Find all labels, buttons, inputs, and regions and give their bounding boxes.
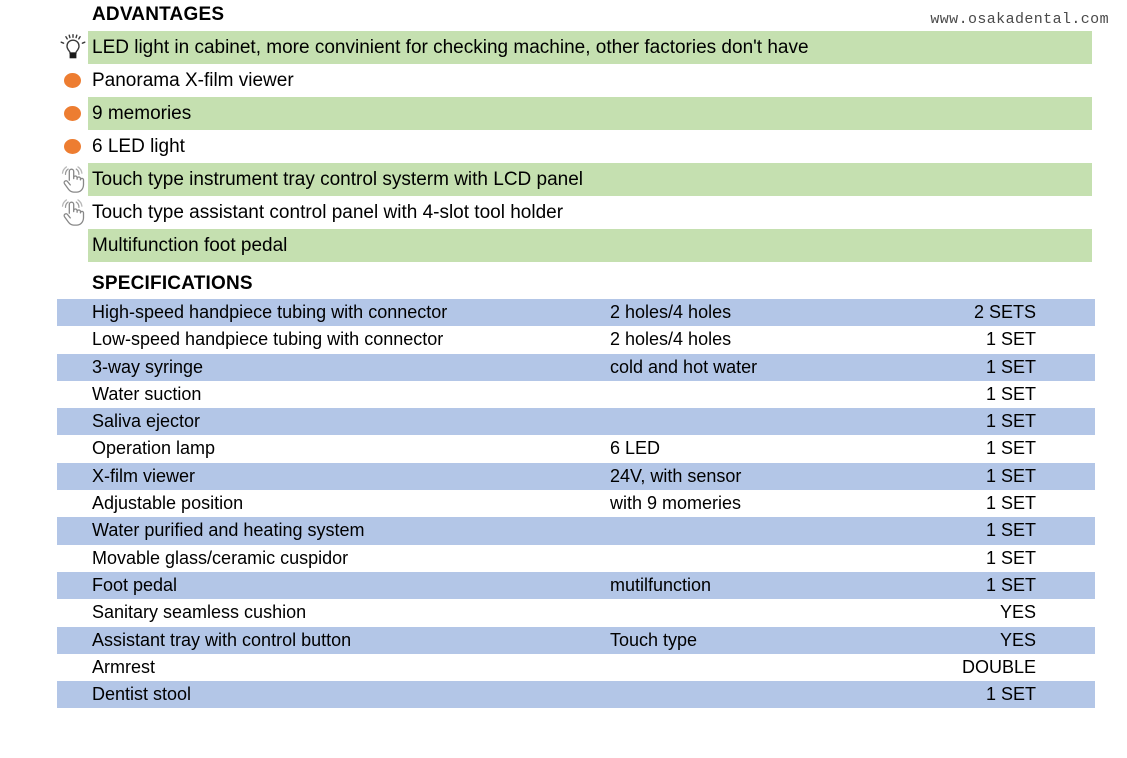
spec-quantity-cell: 1 SET [985, 438, 1036, 459]
advantage-row: Touch type assistant control panel with … [0, 196, 1127, 229]
bullet-dot-shape [64, 106, 81, 121]
specifications-heading: SPECIFICATIONS [92, 273, 253, 294]
table-row: Dentist stool 1 SET [0, 681, 1127, 709]
advantages-list: LED light in cabinet, more convinient fo… [0, 31, 1127, 262]
advantage-row-highlight [88, 31, 1092, 64]
table-row: X-film viewer 24V, with sensor 1 SET [0, 462, 1127, 491]
spec-quantity-cell: 1 SET [985, 520, 1036, 541]
spec-quantity-cell: 1 SET [985, 684, 1036, 705]
advantage-label: LED light in cabinet, more convinient fo… [92, 37, 809, 58]
spec-detail-cell: 24V, with sensor [610, 465, 742, 486]
spec-quantity-cell: 1 SET [985, 329, 1036, 350]
table-row: 3-way syringe cold and hot water 1 SET [0, 353, 1127, 381]
spec-detail-cell: cold and hot water [610, 356, 758, 377]
spec-name-cell: 3-way syringe [92, 356, 204, 377]
table-row: Foot pedal mutilfunction 1 SET [0, 571, 1127, 600]
advantage-row: 9 memories [0, 97, 1127, 130]
spec-quantity-cell: 1 SET [985, 493, 1036, 514]
spec-name-cell: Assistant tray with control button [92, 629, 352, 650]
spec-quantity-cell: 1 SET [985, 356, 1036, 377]
advantage-label: Multifunction foot pedal [92, 235, 288, 256]
touch-hand-icon [57, 197, 88, 228]
spec-name-cell: Sanitary seamless cushion [92, 602, 307, 623]
table-row: Sanitary seamless cushion YES [0, 599, 1127, 626]
lightbulb-icon [57, 32, 88, 63]
spec-quantity-cell: 1 SET [985, 547, 1036, 568]
table-row-highlight [57, 299, 1095, 327]
bullet-dot-icon [57, 131, 88, 162]
table-row-highlight [57, 517, 1095, 545]
table-row: Saliva ejector 1 SET [0, 408, 1127, 436]
spec-name-cell: Low-speed handpiece tubing with connecto… [92, 329, 444, 350]
table-row: Assistant tray with control button Touch … [0, 626, 1127, 654]
spec-name-cell: Armrest [92, 656, 155, 677]
advantage-label: Touch type assistant control panel with … [92, 202, 564, 223]
advantages-heading: ADVANTAGES [92, 4, 225, 25]
spec-quantity-cell: 1 SET [985, 383, 1036, 404]
advantage-row-highlight [88, 97, 1092, 130]
table-row-highlight [57, 626, 1095, 654]
table-row-highlight [57, 571, 1095, 600]
spec-name-cell: Dentist stool [92, 684, 192, 705]
spec-quantity-cell: 2 SETS [973, 302, 1036, 322]
spec-quantity-cell: 1 SET [985, 411, 1036, 432]
spec-name-cell: Movable glass/ceramic cuspidor [92, 547, 349, 568]
advantage-row: Touch type instrument tray control syste… [0, 163, 1127, 196]
spec-detail-cell: 6 LED [610, 438, 661, 459]
table-row-highlight [57, 408, 1095, 436]
table-row: Water purified and heating system 1 SET [0, 517, 1127, 545]
spec-detail-cell: Touch type [610, 629, 698, 650]
spec-detail-cell: mutilfunction [610, 574, 712, 595]
table-row: Water suction 1 SET [0, 381, 1127, 408]
spec-quantity-cell: YES [999, 629, 1036, 650]
advantage-row: LED light in cabinet, more convinient fo… [0, 31, 1127, 64]
table-row: High-speed handpiece tubing with connect… [0, 299, 1127, 327]
table-row: Armrest DOUBLE [0, 654, 1127, 681]
advantage-row: Panorama X-film viewer [0, 64, 1127, 97]
spec-quantity-cell: 1 SET [985, 465, 1036, 486]
spec-detail-cell: 2 holes/4 holes [610, 329, 732, 350]
table-row-highlight [57, 681, 1095, 709]
advantage-row-highlight [88, 163, 1092, 196]
spec-name-cell: High-speed handpiece tubing with connect… [92, 302, 448, 322]
advantage-row: 6 LED light [0, 130, 1127, 163]
table-row: Adjustable position with 9 momeries 1 SET [0, 490, 1127, 517]
bullet-dot-icon [57, 98, 88, 129]
advantage-label: Panorama X-film viewer [92, 70, 294, 91]
advantage-row: Multifunction foot pedal [0, 229, 1127, 262]
specifications-table: High-speed handpiece tubing with connect… [0, 299, 1127, 709]
advantage-row-highlight [88, 229, 1092, 262]
spec-name-cell: Adjustable position [92, 493, 244, 514]
table-row: Low-speed handpiece tubing with connecto… [0, 326, 1127, 353]
bullet-dot-shape [64, 73, 81, 88]
site-watermark: www.osakadental.com [930, 11, 1109, 28]
spec-quantity-cell: 1 SET [985, 574, 1036, 595]
advantage-label: Touch type instrument tray control syste… [92, 169, 584, 190]
bullet-dot-icon [57, 65, 88, 96]
spec-name-cell: Operation lamp [92, 438, 216, 459]
spec-detail-cell: 2 holes/4 holes [610, 302, 732, 322]
spec-quantity-cell: DOUBLE [961, 656, 1036, 677]
bullet-dot-shape [64, 139, 81, 154]
table-row-highlight [57, 462, 1095, 491]
spec-name-cell: X-film viewer [92, 465, 196, 486]
spec-name-cell: Foot pedal [92, 574, 178, 595]
spec-name-cell: Water purified and heating system [92, 520, 365, 541]
table-row: Operation lamp 6 LED 1 SET [0, 435, 1127, 462]
spec-quantity-cell: YES [999, 602, 1036, 623]
advantage-label: 6 LED light [92, 136, 185, 157]
spec-name-cell: Water suction [92, 383, 202, 404]
table-row-highlight [57, 353, 1095, 381]
spec-detail-cell: with 9 momeries [610, 493, 742, 514]
touch-hand-icon [57, 164, 88, 195]
advantage-row-highlight [88, 130, 1092, 163]
spec-name-cell: Saliva ejector [92, 411, 201, 432]
table-row: Movable glass/ceramic cuspidor 1 SET [0, 545, 1127, 572]
advantage-label: 9 memories [92, 103, 192, 124]
